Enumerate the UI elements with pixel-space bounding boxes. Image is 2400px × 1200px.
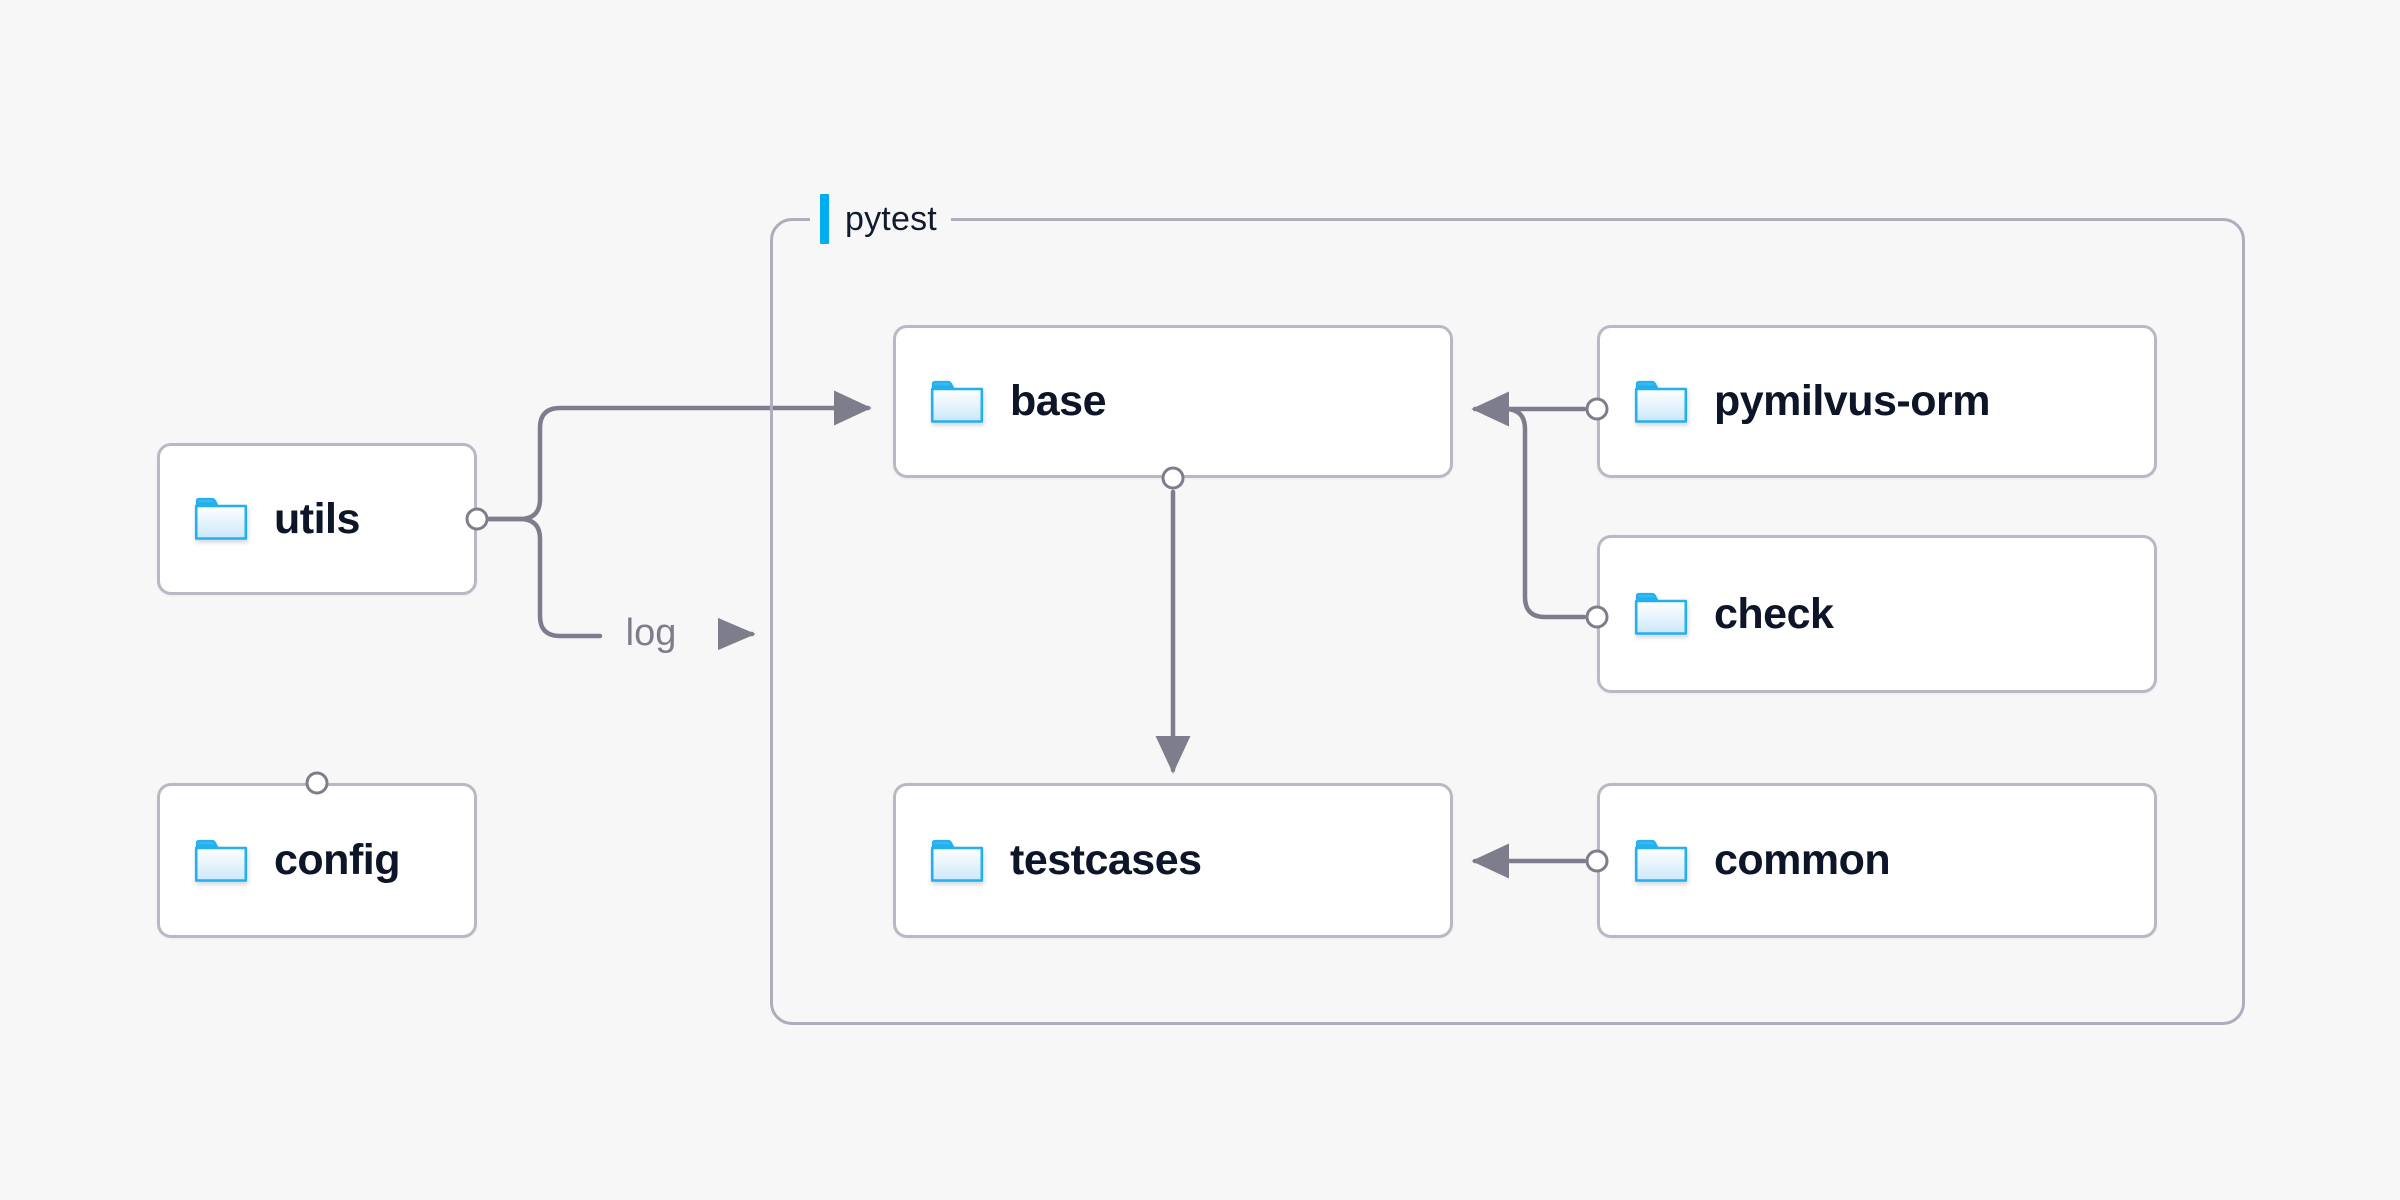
pytest-group-container[interactable] xyxy=(770,218,2245,1025)
folder-icon xyxy=(1634,380,1688,423)
folder-icon xyxy=(1634,839,1688,882)
node-base[interactable]: base xyxy=(893,325,1453,478)
folder-icon xyxy=(194,839,248,882)
node-testcases[interactable]: testcases xyxy=(893,783,1453,938)
node-pymilvus-orm[interactable]: pymilvus-orm xyxy=(1597,325,2157,478)
folder-icon xyxy=(930,839,984,882)
pytest-group-label: pytest xyxy=(810,192,951,246)
folder-icon xyxy=(930,380,984,423)
node-label-check: check xyxy=(1714,589,1834,638)
pytest-group-label-text: pytest xyxy=(845,200,937,238)
node-label-config: config xyxy=(274,836,400,884)
node-label-testcases: testcases xyxy=(1010,836,1202,884)
node-label-base: base xyxy=(1010,377,1107,425)
port-check-left[interactable] xyxy=(1585,605,1609,629)
folder-icon xyxy=(194,497,248,540)
node-config[interactable]: config xyxy=(157,783,477,938)
edge-utils-to-log xyxy=(486,516,603,639)
port-base-bottom[interactable] xyxy=(1161,466,1185,490)
node-label-common: common xyxy=(1714,836,1891,884)
folder-icon xyxy=(1634,592,1688,635)
node-label-utils: utils xyxy=(274,494,360,543)
node-common[interactable]: common xyxy=(1597,783,2157,938)
port-pymilvus-orm-left[interactable] xyxy=(1585,397,1609,421)
port-config-top[interactable] xyxy=(305,771,329,795)
node-check[interactable]: check xyxy=(1597,535,2157,693)
port-utils-right[interactable] xyxy=(465,507,489,531)
accent-bar-icon xyxy=(820,194,829,244)
edge-label-log: log xyxy=(625,612,677,654)
node-utils[interactable]: utils xyxy=(157,443,477,595)
node-label-pymilvus-orm: pymilvus-orm xyxy=(1714,377,1990,425)
port-common-left[interactable] xyxy=(1585,849,1609,873)
